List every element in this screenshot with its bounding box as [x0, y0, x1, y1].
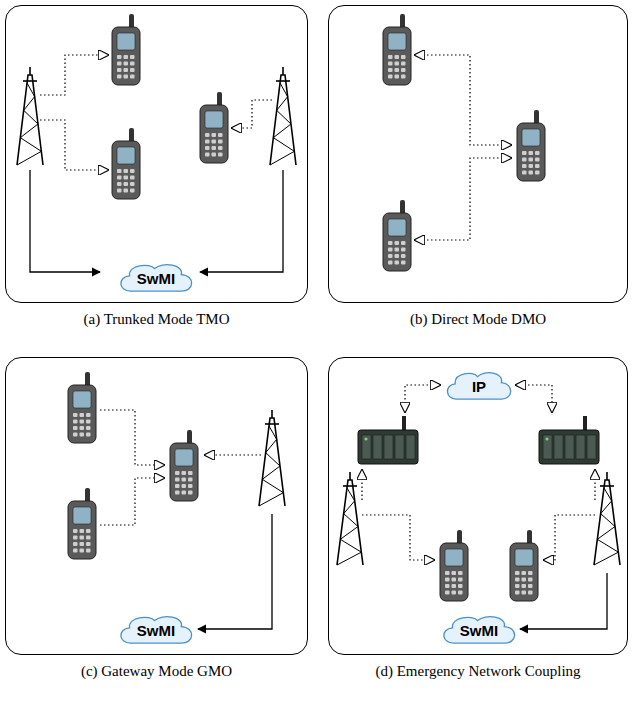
cloud-label: IP — [444, 370, 514, 395]
cloud-label: SwMI — [440, 614, 518, 639]
diagram-panel: (d) Emergency Network CouplingIPSwMI — [328, 357, 628, 655]
radio-link — [40, 120, 108, 170]
wired-link — [198, 514, 272, 629]
base-station-tower — [337, 472, 363, 565]
radio-handset — [383, 14, 411, 85]
radio-handset — [517, 110, 545, 181]
wired-link — [200, 170, 283, 272]
radio-link — [100, 410, 164, 465]
diagram-panel: (c) Gateway Mode GMOSwMI — [5, 357, 308, 655]
radio-handset — [68, 488, 96, 559]
radio-link — [205, 454, 261, 455]
network-cloud: IP — [444, 370, 514, 403]
radio-link — [405, 385, 440, 412]
base-station-tower — [270, 67, 296, 165]
network-cloud: SwMI — [117, 262, 195, 295]
radio-handset — [440, 530, 468, 601]
network-cloud: SwMI — [440, 614, 518, 647]
base-station-tower — [594, 472, 620, 565]
radio-link — [415, 158, 511, 240]
radio-handset — [200, 92, 228, 163]
radio-link — [362, 515, 434, 560]
radio-link — [516, 385, 552, 412]
wired-link — [520, 573, 607, 629]
gateway-device — [539, 416, 599, 464]
radio-handset — [68, 372, 96, 443]
diagram-panel: (a) Trunked Mode TMOSwMI — [5, 5, 308, 303]
diagram-panel: (b) Direct Mode DMO — [328, 5, 628, 303]
base-station-tower — [17, 67, 43, 165]
radio-link — [415, 55, 511, 145]
gateway-device — [358, 416, 418, 464]
radio-handset — [170, 430, 198, 501]
radio-link — [100, 478, 164, 525]
cloud-label: SwMI — [117, 614, 195, 639]
radio-handset — [112, 128, 140, 199]
radio-link — [232, 100, 272, 128]
radio-handset — [510, 530, 538, 601]
cloud-label: SwMI — [117, 262, 195, 287]
radio-link — [40, 55, 108, 95]
base-station-tower — [259, 410, 285, 506]
radio-link — [544, 515, 595, 560]
radio-handset — [383, 200, 411, 271]
network-cloud: SwMI — [117, 614, 195, 647]
radio-link — [594, 470, 595, 500]
radio-link — [361, 470, 362, 500]
panel-caption: (a) Trunked Mode TMO — [0, 311, 317, 328]
radio-handset — [112, 14, 140, 85]
wired-link — [30, 170, 100, 272]
panel-caption: (d) Emergency Network Coupling — [319, 663, 634, 680]
panel-caption: (c) Gateway Mode GMO — [0, 663, 317, 680]
panel-caption: (b) Direct Mode DMO — [319, 311, 634, 328]
